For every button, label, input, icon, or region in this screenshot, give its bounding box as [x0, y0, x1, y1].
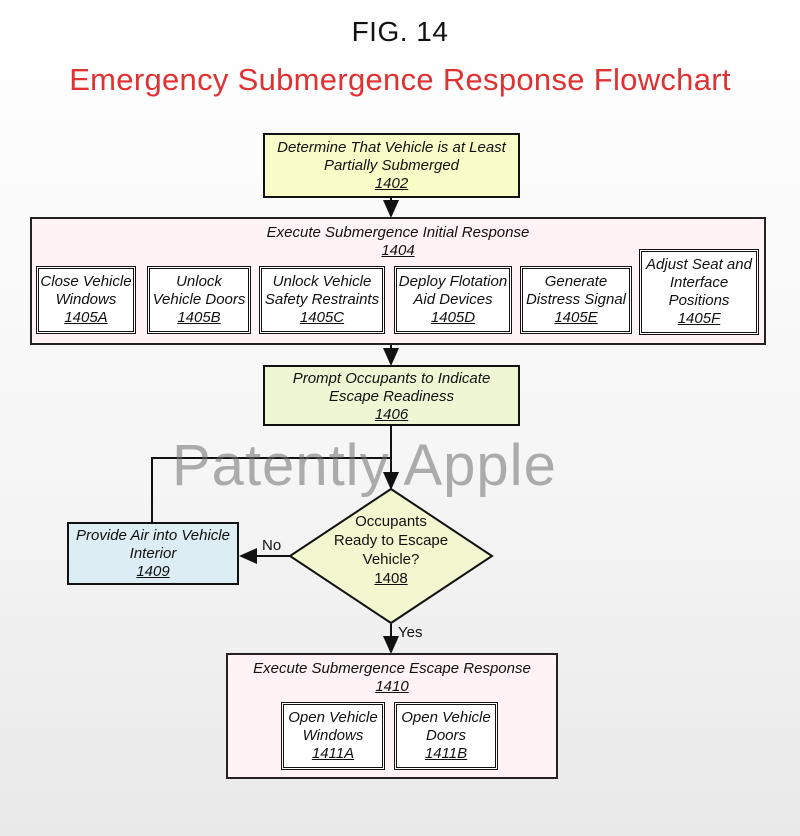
- decision-diamond-1408: [288, 487, 494, 625]
- watermark: Patently Apple: [172, 433, 557, 498]
- figure-number: FIG. 14: [351, 16, 449, 47]
- loop-1409-to-1408: [151, 457, 391, 522]
- step-1406-ref: 1406: [374, 406, 409, 423]
- step-1405e: Generate Distress Signal 1405E: [520, 266, 632, 334]
- step-1405a: Close Vehicle Windows 1405A: [36, 266, 136, 334]
- step-1408-line3: Vehicle?: [362, 551, 420, 568]
- step-1405b-line1: Unlock: [176, 273, 222, 290]
- step-1409-line1: Provide Air into Vehicle: [76, 527, 230, 544]
- step-1411a: Open Vehicle Windows 1411A: [281, 702, 385, 770]
- step-1405c-line1: Unlock Vehicle: [272, 273, 372, 290]
- step-1405a-line1: Close Vehicle: [40, 273, 132, 290]
- step-1405e-line1: Generate: [544, 273, 608, 290]
- step-1405c-line2: Safety Restraints: [264, 291, 380, 308]
- step-1411b-line2: Doors: [425, 727, 466, 744]
- step-1405b-line2: Vehicle Doors: [152, 291, 246, 308]
- step-1410-ref: 1410: [375, 678, 409, 695]
- step-1408-text: Occupants Ready to Escape Vehicle? 1408: [311, 512, 471, 588]
- step-1405e-ref: 1405E: [554, 309, 598, 326]
- step-1408-line2: Ready to Escape: [333, 532, 449, 549]
- step-1411a-line2: Windows: [302, 727, 364, 744]
- step-1405d: Deploy Flotation Aid Devices 1405D: [394, 266, 512, 334]
- step-1411b: Open Vehicle Doors 1411B: [394, 702, 498, 770]
- step-1402-line2: Partially Submerged: [323, 157, 460, 174]
- step-1405f: Adjust Seat and Interface Positions 1405…: [639, 249, 759, 335]
- step-1405b: Unlock Vehicle Doors 1405B: [147, 266, 251, 334]
- step-1409: Provide Air into Vehicle Interior 1409: [67, 522, 239, 585]
- step-1402-line1: Determine That Vehicle is at Least: [277, 139, 506, 156]
- step-1404-line1: Execute Submergence Initial Response: [266, 224, 530, 241]
- step-1406-line1: Prompt Occupants to Indicate: [292, 370, 491, 387]
- diagram-title: Emergency Submergence Response Flowchart: [69, 62, 731, 97]
- step-1406: Prompt Occupants to Indicate Escape Read…: [263, 365, 520, 426]
- step-1405f-ref: 1405F: [677, 310, 721, 327]
- step-1402: Determine That Vehicle is at Least Parti…: [263, 133, 520, 198]
- step-1404-ref: 1404: [381, 242, 415, 259]
- branch-yes-label: Yes: [398, 624, 423, 641]
- step-1410-line1: Execute Submergence Escape Response: [253, 660, 531, 677]
- step-1405d-ref: 1405D: [430, 309, 476, 326]
- step-1405b-ref: 1405B: [177, 309, 221, 326]
- step-1410: Execute Submergence Escape Response 1410: [226, 653, 558, 779]
- step-1405c-ref: 1405C: [299, 309, 345, 326]
- step-1409-line2: Interior: [129, 545, 177, 562]
- step-1405c: Unlock Vehicle Safety Restraints 1405C: [259, 266, 385, 334]
- step-1405f-line2: Interface: [669, 274, 729, 291]
- step-1408-ref: 1408: [374, 570, 408, 587]
- step-1405e-line2: Distress Signal: [525, 291, 627, 308]
- step-1405f-line1: Adjust Seat and: [646, 256, 752, 273]
- step-1408-line1: Occupants: [355, 513, 427, 530]
- step-1405d-line1: Deploy Flotation: [398, 273, 508, 290]
- step-1406-line2: Escape Readiness: [328, 388, 455, 405]
- step-1405d-line2: Aid Devices: [413, 291, 493, 308]
- step-1405a-line2: Windows: [55, 291, 117, 308]
- step-1411b-ref: 1411B: [424, 745, 468, 762]
- step-1411a-ref: 1411A: [311, 745, 355, 762]
- step-1402-ref: 1402: [374, 175, 409, 192]
- branch-no-label: No: [262, 537, 282, 554]
- step-1411b-line1: Open Vehicle: [401, 709, 491, 726]
- step-1405f-line3: Positions: [668, 292, 730, 309]
- step-1409-ref: 1409: [136, 563, 170, 580]
- step-1405a-ref: 1405A: [64, 309, 108, 326]
- step-1411a-line1: Open Vehicle: [288, 709, 378, 726]
